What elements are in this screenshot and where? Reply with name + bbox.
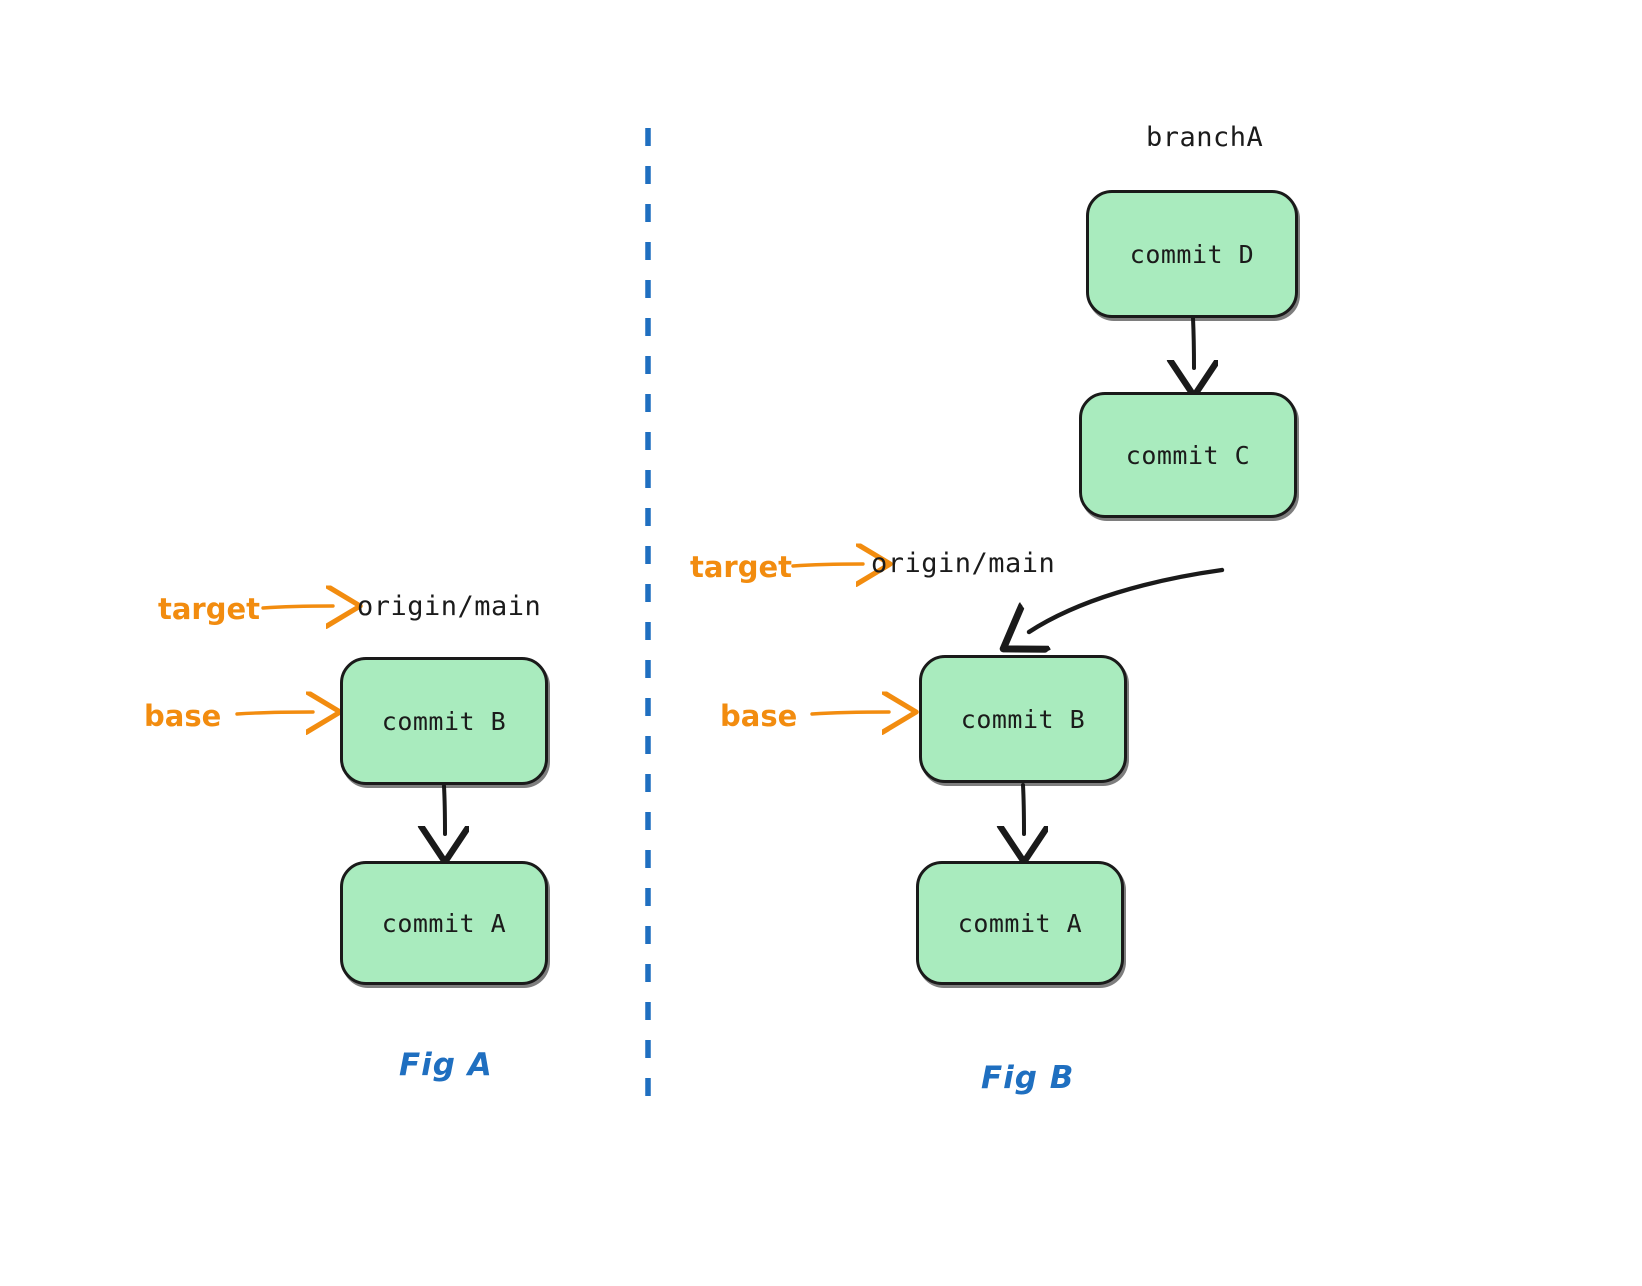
- fig-b-target-annotation: target: [690, 550, 793, 584]
- fig-b-commit-a-label: commit A: [957, 908, 1083, 938]
- fig-b-commit-a-node[interactable]: commit A: [916, 861, 1124, 985]
- fig-a-caption: Fig A: [399, 1047, 493, 1083]
- fig-a-commit-a-label: commit A: [381, 908, 507, 938]
- fig-b-ref-branch-a: branchA: [1146, 122, 1264, 153]
- fig-b-edge-b-to-a: [1023, 783, 1024, 834]
- fig-b-target-arrow: [791, 564, 863, 566]
- fig-b-commit-b-label: commit B: [960, 704, 1086, 734]
- fig-b-commit-c-node[interactable]: commit C: [1079, 392, 1297, 518]
- fig-a-target-arrow: [261, 606, 333, 608]
- fig-b-commit-c-label: commit C: [1125, 440, 1251, 470]
- fig-a-base-annotation: base: [144, 699, 222, 733]
- fig-b-base-annotation: base: [720, 699, 798, 733]
- fig-b-edge-d-to-c: [1193, 316, 1194, 368]
- fig-b-ref-origin-main: origin/main: [871, 548, 1056, 579]
- fig-b-base-arrow: [810, 712, 889, 714]
- fig-a-target-annotation: target: [158, 592, 261, 626]
- fig-b-commit-d-label: commit D: [1129, 239, 1255, 269]
- fig-a-commit-a-node[interactable]: commit A: [340, 861, 548, 985]
- fig-b-caption: Fig B: [981, 1060, 1075, 1096]
- fig-b-commit-d-node[interactable]: commit D: [1086, 190, 1298, 318]
- fig-a-commit-b-label: commit B: [381, 706, 507, 736]
- fig-a-ref-origin-main: origin/main: [357, 591, 542, 622]
- fig-a-edge-b-to-a: [444, 784, 445, 834]
- fig-b-commit-b-node[interactable]: commit B: [919, 655, 1127, 783]
- fig-a-base-arrow: [235, 712, 313, 714]
- fig-a-commit-b-node[interactable]: commit B: [340, 657, 548, 785]
- fig-b-edge-c-to-b: [1029, 567, 1225, 632]
